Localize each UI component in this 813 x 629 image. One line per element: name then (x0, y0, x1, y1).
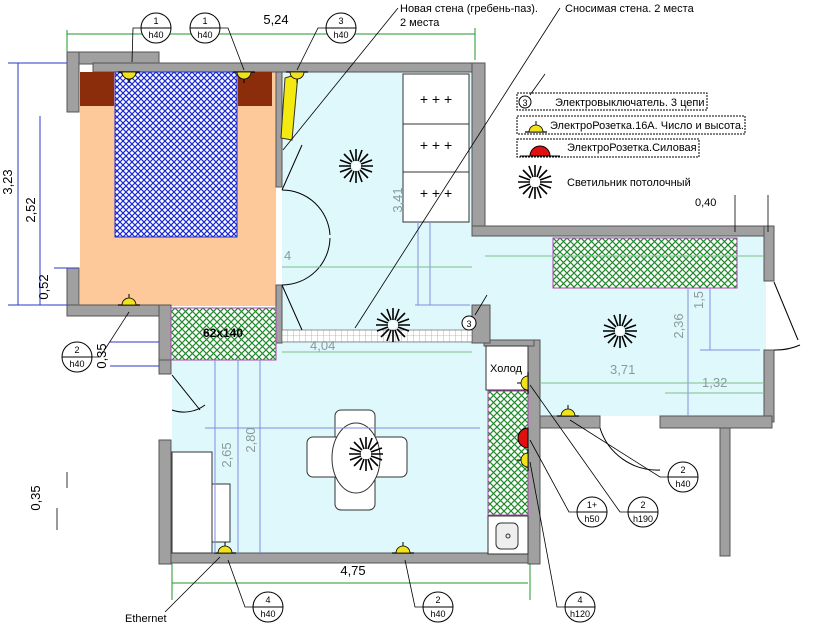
dim-bedroom-offset: 0,52 (36, 274, 51, 299)
callout-count: 4 (577, 595, 582, 605)
callout-count: 4 (265, 595, 270, 605)
callout-height: h40 (260, 609, 275, 619)
legend-light-icon (517, 164, 553, 200)
legend: 3 Электровыключатель. 3 цепи ЭлектроРозе… (516, 92, 746, 200)
walls (66, 51, 775, 565)
callout-count: 1 (153, 16, 158, 26)
callout-height: h40 (430, 609, 445, 619)
wardrobe (170, 307, 277, 361)
desk (171, 451, 213, 554)
ethernet-label: Ethernet (125, 613, 167, 625)
dim-left-bottom: 0,35 (28, 485, 43, 510)
callout-height: h50 (584, 514, 599, 524)
legend-socket-icon (524, 120, 548, 133)
dimension-lines (8, 28, 769, 600)
callout-count: 2 (435, 595, 440, 605)
fridge-label: Холод (490, 363, 523, 375)
dim-room-width: 3,71 (610, 362, 635, 377)
dim-room-sub: 1,5 (691, 291, 706, 309)
callout-count: 2 (680, 465, 685, 475)
removed-wall (281, 329, 473, 343)
callout-8: 2 h190 (529, 384, 659, 528)
chair (211, 483, 231, 543)
dim-kitchen-width: 4,75 (340, 563, 365, 578)
dim-step-left: 0,35 (94, 343, 109, 368)
bathroom-floor (540, 428, 725, 556)
legend-switch: Электровыключатель. 3 цепи (555, 97, 705, 109)
callout-height: h40 (197, 30, 212, 40)
kitchen-counter (487, 390, 529, 516)
doors (171, 144, 801, 471)
switch-number: 3 (466, 319, 471, 329)
switch-icon (461, 315, 477, 331)
dim-kitchen-h1: 2,65 (219, 442, 234, 467)
legend-power-socket: ЭлектроРозетка.Силовая (567, 142, 697, 154)
callout-height: h40 (148, 30, 163, 40)
wardrobe-shelves: + + + + + + + + + (402, 73, 470, 223)
dim-room-sub-width: 1,32 (702, 375, 727, 390)
svg-text:+ + +: + + + (420, 91, 452, 107)
nightstand-left (80, 72, 114, 106)
ceiling-light-icon (375, 307, 411, 343)
wardrobe-label: 62x140 (203, 326, 243, 340)
callout-count: 2 (74, 345, 79, 355)
callout-height: h190 (633, 514, 653, 524)
dim-bedroom-height: 3,23 (0, 169, 15, 194)
callout-6: 4 h120 (529, 461, 596, 623)
dim-top-width: 5,24 (263, 12, 288, 27)
dim-right-gap: 0,40 (695, 197, 716, 209)
ceiling-light-icon (348, 436, 384, 472)
dim-room-height: 2,36 (671, 313, 686, 338)
power-socket-icon (517, 427, 529, 449)
callout-count: 1 (202, 16, 207, 26)
callout-height: h40 (333, 30, 348, 40)
svg-text:+ + +: + + + (420, 137, 452, 153)
callout-count: 2 (640, 500, 645, 510)
dim-corridor-length: 3,41 (390, 187, 405, 212)
svg-text:+ + +: + + + (420, 185, 452, 201)
callout-height: h40 (69, 359, 84, 369)
dim-corridor-partial: 4 (284, 248, 291, 263)
callout-7: 1+h50 (529, 439, 608, 528)
sofa (552, 237, 738, 289)
callout-height: h40 (675, 479, 690, 489)
new-wall-note: Новая стена (гребень-паз). (400, 3, 538, 15)
legend-socket: ЭлектроРозетка.16А. Число и высота. (550, 120, 744, 132)
removed-wall-note: Сносимая стена. 2 места (565, 3, 695, 15)
callout-height: h120 (570, 609, 590, 619)
dim-bedroom-inner: 2,52 (23, 197, 38, 222)
bed (114, 71, 238, 238)
legend-light: Светильник потолочный (567, 177, 691, 189)
legend-switch-number: 3 (522, 98, 527, 108)
callout-count: 1+ (587, 500, 597, 510)
dim-corridor-width: 4,04 (310, 338, 335, 353)
new-wall-note-count: 2 места (400, 17, 440, 29)
ceiling-light-icon (338, 148, 374, 184)
ceiling-light-icon (602, 313, 638, 349)
callout-count: 3 (338, 16, 343, 26)
dim-kitchen-h2: 2,80 (243, 427, 258, 452)
